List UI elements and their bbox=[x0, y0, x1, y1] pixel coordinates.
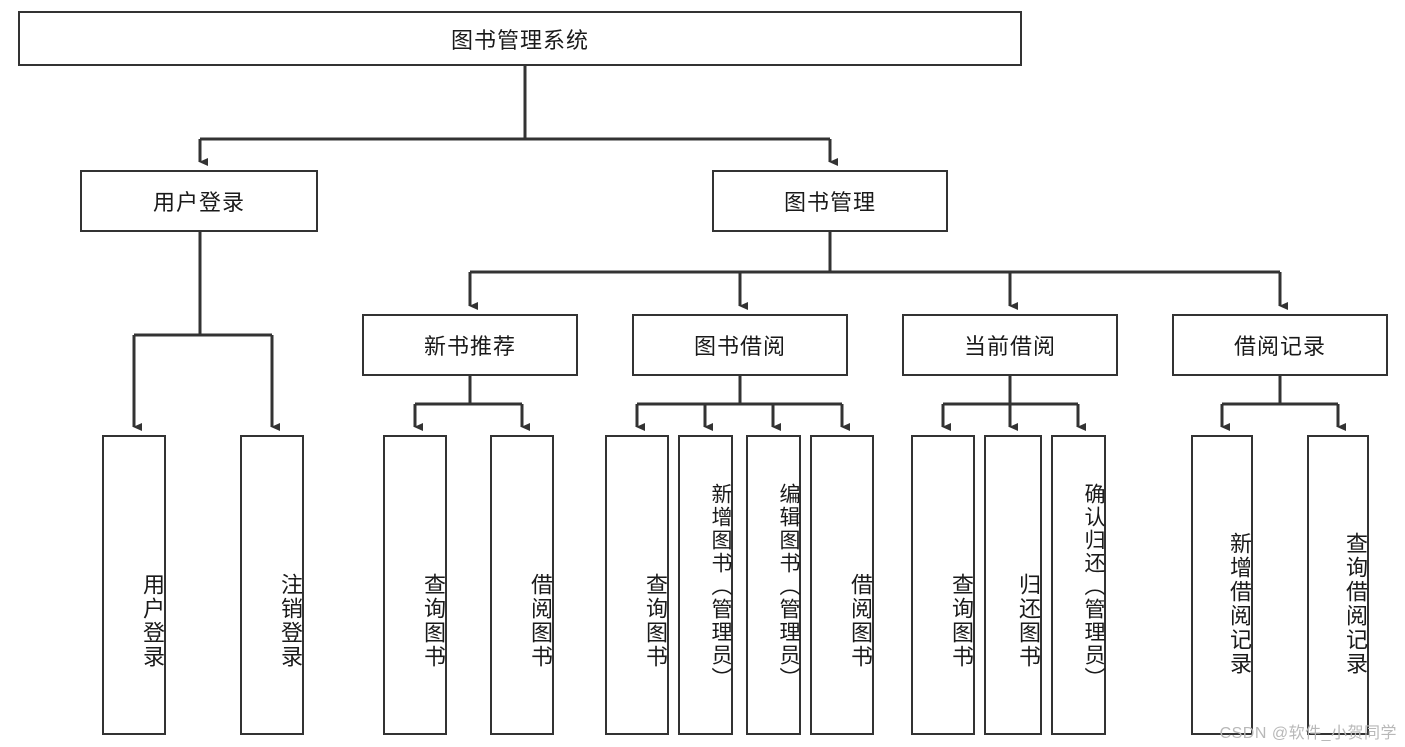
node-leaf-add-borrow-record[interactable]: 新增借阅记录 bbox=[1191, 435, 1253, 735]
node-label: 注销登录 bbox=[278, 573, 303, 669]
node-label: 归还图书 bbox=[1016, 573, 1041, 669]
node-label: 借阅图书 bbox=[528, 573, 553, 669]
node-label: 用户登录 bbox=[140, 573, 165, 669]
node-leaf-query-book-current[interactable]: 查询图书 bbox=[911, 435, 975, 735]
node-leaf-confirm-return-admin[interactable]: 确认归还（管理员） bbox=[1051, 435, 1106, 735]
node-borrow-record[interactable]: 借阅记录 bbox=[1172, 314, 1388, 376]
node-label: 图书管理 bbox=[783, 190, 876, 215]
node-label: 查询图书 bbox=[421, 573, 446, 669]
node-leaf-logout[interactable]: 注销登录 bbox=[240, 435, 304, 735]
node-leaf-query-book-newbook[interactable]: 查询图书 bbox=[383, 435, 447, 735]
node-leaf-return-book[interactable]: 归还图书 bbox=[984, 435, 1042, 735]
node-user-login[interactable]: 用户登录 bbox=[80, 170, 318, 232]
node-label: 新增图书（管理员） bbox=[709, 482, 732, 690]
node-label: 新书推荐 bbox=[423, 334, 516, 359]
node-book-borrow[interactable]: 图书借阅 bbox=[632, 314, 848, 376]
node-leaf-edit-book-admin[interactable]: 编辑图书（管理员） bbox=[746, 435, 801, 735]
node-label: 当前借阅 bbox=[963, 334, 1056, 359]
node-leaf-borrow-book-newbook[interactable]: 借阅图书 bbox=[490, 435, 554, 735]
node-label: 图书管理系统 bbox=[450, 27, 589, 53]
node-label: 借阅图书 bbox=[848, 573, 873, 669]
node-root-book-management-system[interactable]: 图书管理系统 bbox=[18, 11, 1022, 66]
node-label: 新增借阅记录 bbox=[1227, 532, 1252, 676]
node-leaf-add-book-admin[interactable]: 新增图书（管理员） bbox=[678, 435, 733, 735]
node-current-borrow[interactable]: 当前借阅 bbox=[902, 314, 1118, 376]
node-label: 查询图书 bbox=[949, 573, 974, 669]
watermark-text: CSDN @软件_小贺同学 bbox=[1219, 725, 1397, 742]
node-leaf-query-book-borrow[interactable]: 查询图书 bbox=[605, 435, 669, 735]
node-new-book-recommend[interactable]: 新书推荐 bbox=[362, 314, 578, 376]
node-label: 查询借阅记录 bbox=[1343, 532, 1368, 676]
node-label: 查询图书 bbox=[643, 573, 668, 669]
node-label: 编辑图书（管理员） bbox=[777, 482, 800, 690]
node-label: 图书借阅 bbox=[693, 334, 786, 359]
node-label: 借阅记录 bbox=[1233, 334, 1326, 359]
node-leaf-borrow-book-borrow[interactable]: 借阅图书 bbox=[810, 435, 874, 735]
node-label: 确认归还（管理员） bbox=[1082, 482, 1105, 690]
node-book-management[interactable]: 图书管理 bbox=[712, 170, 948, 232]
node-leaf-user-login[interactable]: 用户登录 bbox=[102, 435, 166, 735]
node-leaf-query-borrow-record[interactable]: 查询借阅记录 bbox=[1307, 435, 1369, 735]
node-label: 用户登录 bbox=[152, 190, 245, 215]
